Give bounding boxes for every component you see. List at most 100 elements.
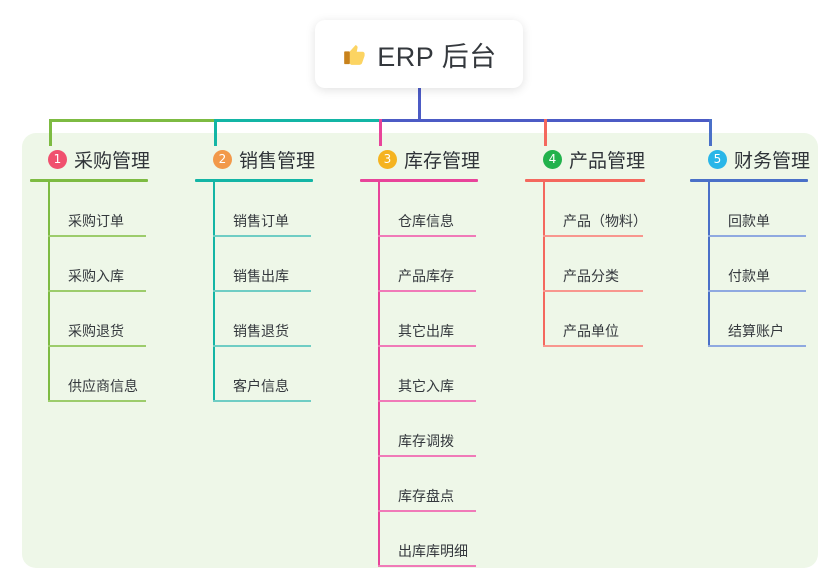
leaf-item[interactable]: 客户信息 (213, 347, 315, 402)
leaf-label: 产品分类 (563, 268, 619, 284)
column-stub-1 (49, 119, 52, 146)
leaf-item[interactable]: 其它出库 (378, 292, 480, 347)
leaf-item[interactable]: 采购入库 (48, 237, 150, 292)
column-header-1[interactable]: 1 采购管理 (30, 146, 150, 172)
leaf-underline (543, 290, 643, 292)
leaf-underline (48, 345, 146, 347)
leaf-underline (378, 235, 476, 237)
leaf-underline (213, 235, 311, 237)
column-spine (708, 182, 710, 347)
leaf-label: 仓库信息 (398, 213, 454, 229)
column-库存管理: 3 库存管理仓库信息产品库存其它出库其它入库库存调拨库存盘点出库库明细 (360, 146, 480, 567)
column-underline (690, 179, 808, 182)
leaf-label: 库存调拨 (398, 433, 454, 449)
page-title: ERP 后台 (377, 41, 497, 72)
root-node-content: ERP 后台 (341, 35, 497, 74)
root-drop-line (418, 88, 421, 122)
diagram-panel (22, 133, 818, 568)
leaf-underline (48, 290, 146, 292)
leaf-item[interactable]: 库存盘点 (378, 457, 480, 512)
leaf-underline (213, 345, 311, 347)
leaf-label: 其它入库 (398, 378, 454, 394)
leaf-underline (378, 290, 476, 292)
leaf-item[interactable]: 结算账户 (708, 292, 810, 347)
column-spine (48, 182, 50, 402)
leaf-item[interactable]: 供应商信息 (48, 347, 150, 402)
leaf-item[interactable]: 销售出库 (213, 237, 315, 292)
leaf-underline (48, 235, 146, 237)
leaf-list: 采购订单采购入库采购退货供应商信息 (30, 182, 150, 402)
leaf-item[interactable]: 销售退货 (213, 292, 315, 347)
column-badge-5: 5 (708, 149, 727, 169)
column-title: 财务管理 (734, 150, 811, 172)
leaf-item[interactable]: 采购退货 (48, 292, 150, 347)
column-采购管理: 1 采购管理采购订单采购入库采购退货供应商信息 (30, 146, 150, 402)
leaf-label: 产品库存 (398, 268, 454, 284)
leaf-underline (543, 345, 643, 347)
leaf-underline (378, 510, 476, 512)
leaf-list: 产品（物料） 产品分类产品单位 (525, 182, 647, 347)
column-underline (195, 179, 313, 182)
leaf-item[interactable]: 采购订单 (48, 182, 150, 237)
leaf-label: 产品单位 (563, 323, 619, 339)
leaf-label: 供应商信息 (68, 378, 138, 394)
column-underline (30, 179, 148, 182)
thumbs-up-icon (341, 41, 367, 67)
column-badge-1: 1 (48, 149, 67, 169)
column-财务管理: 5 财务管理回款单付款单结算账户 (690, 146, 810, 347)
leaf-item[interactable]: 产品分类 (543, 237, 647, 292)
leaf-item[interactable]: 销售订单 (213, 182, 315, 237)
column-stub-5 (709, 119, 712, 146)
root-node-card[interactable]: ERP 后台 (315, 20, 523, 88)
leaf-label: 采购退货 (68, 323, 124, 339)
column-title: 产品管理 (569, 150, 646, 172)
leaf-underline (543, 235, 643, 237)
leaf-underline (708, 235, 806, 237)
leaf-label: 产品（物料） (563, 213, 647, 229)
leaf-label: 销售退货 (233, 323, 289, 339)
column-title: 销售管理 (239, 150, 316, 172)
leaf-label: 出库库明细 (398, 543, 468, 559)
column-title: 库存管理 (404, 150, 481, 172)
leaf-label: 销售出库 (233, 268, 289, 284)
column-header-3[interactable]: 3 库存管理 (360, 146, 480, 172)
bus-segment-teal (214, 119, 379, 122)
leaf-label: 结算账户 (728, 323, 784, 339)
leaf-underline (378, 455, 476, 457)
leaf-underline (378, 400, 476, 402)
leaf-list: 仓库信息产品库存其它出库其它入库库存调拨库存盘点出库库明细 (360, 182, 480, 567)
leaf-underline (213, 400, 311, 402)
leaf-item[interactable]: 出库库明细 (378, 512, 480, 567)
leaf-item[interactable]: 回款单 (708, 182, 810, 237)
column-spine (213, 182, 215, 402)
leaf-item[interactable]: 产品单位 (543, 292, 647, 347)
bus-segment-green (49, 119, 214, 122)
leaf-label: 付款单 (728, 268, 770, 284)
leaf-item[interactable]: 产品库存 (378, 237, 480, 292)
leaf-label: 其它出库 (398, 323, 454, 339)
column-stub-4 (544, 119, 547, 146)
leaf-underline (378, 345, 476, 347)
leaf-item[interactable]: 库存调拨 (378, 402, 480, 457)
leaf-label: 库存盘点 (398, 488, 454, 504)
leaf-item[interactable]: 付款单 (708, 237, 810, 292)
leaf-underline (708, 290, 806, 292)
column-stub-2 (214, 119, 217, 146)
column-header-5[interactable]: 5 财务管理 (690, 146, 810, 172)
column-spine (378, 182, 380, 567)
leaf-underline (48, 400, 146, 402)
leaf-item[interactable]: 仓库信息 (378, 182, 480, 237)
leaf-label: 采购订单 (68, 213, 124, 229)
leaf-item[interactable]: 产品（物料） (543, 182, 647, 237)
column-title: 采购管理 (74, 150, 151, 172)
leaf-label: 销售订单 (233, 213, 289, 229)
leaf-label: 回款单 (728, 213, 770, 229)
leaf-item[interactable]: 其它入库 (378, 347, 480, 402)
column-badge-3: 3 (378, 149, 397, 169)
leaf-underline (378, 565, 476, 567)
column-underline (525, 179, 645, 182)
